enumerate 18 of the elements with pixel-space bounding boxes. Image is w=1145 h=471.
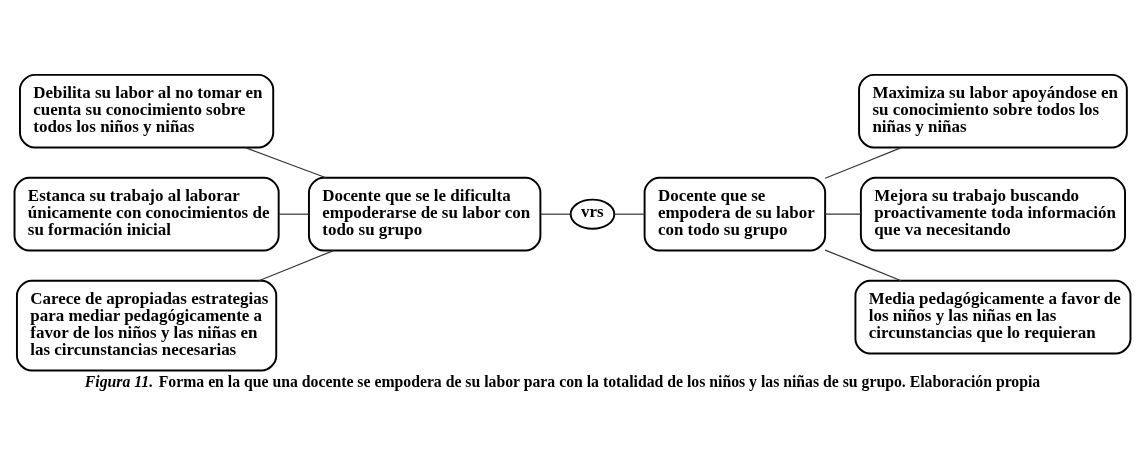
connector: [613, 213, 646, 215]
node-box: Docente que se le dificulta empoderarse de su labor con todo su grupo: [308, 176, 542, 251]
connector: [244, 146, 327, 178]
node-ellipse: vrs: [569, 198, 616, 230]
node-box: Media pedagógicamente a favor de los niños y las niñas en las circunstancias que lo requieran: [854, 279, 1132, 354]
node-box: Carece de apropiadas estrategias para mediar pedagógicamente a favor de los niños y las niñas en las circunstancias necesarias: [15, 279, 278, 371]
node-box: Mejora su trabajo buscando proactivamente toda información que va necesitando: [859, 176, 1126, 251]
node-box: Estanca su trabajo al laborar únicamente con conocimientos de su formación inicial: [13, 176, 280, 251]
connector: [824, 248, 902, 281]
node-box: Maximiza su labor apoyándose en su conocimiento sobre todos los niñas y niñas: [858, 73, 1128, 148]
node-box: Docente que se empodera de su labor con todo su grupo: [643, 176, 827, 251]
connector: [824, 146, 902, 179]
connector: [258, 249, 335, 281]
connector: [278, 213, 310, 215]
connector: [540, 213, 572, 215]
caption: Figura 11. Forma en la que una docente se empodera de su labor para con la totalidad de los niños y las niñas de su grupo. Elaboración propia: [84, 372, 1041, 390]
connector: [824, 213, 862, 215]
node-box: Debilita su labor al no tomar en cuenta su conocimiento sobre todos los niños y niñas: [19, 73, 275, 148]
